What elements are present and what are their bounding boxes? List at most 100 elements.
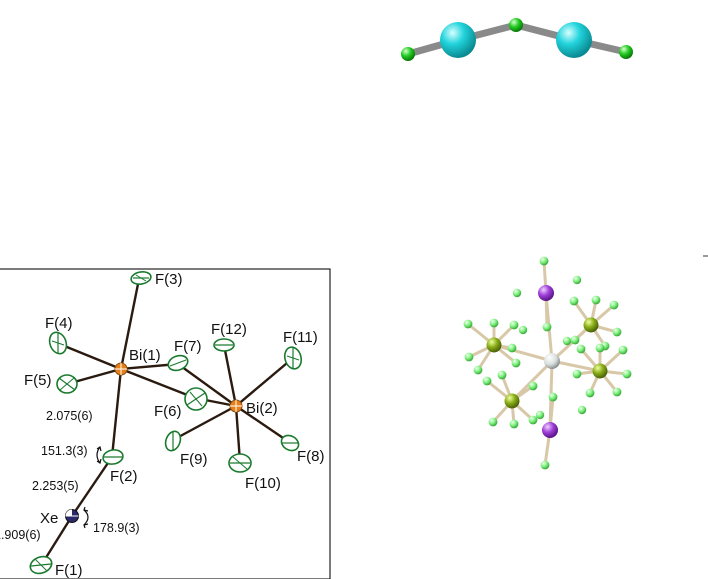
bond-bi2-f11: [234, 356, 295, 408]
central-atom: [544, 353, 560, 369]
ortep-labels: F(3) F(4) F(5) Bi(1) F(7) F(6) F(12) F(1…: [0, 271, 325, 579]
fluorine-atom: [572, 369, 582, 379]
bond-bi2-f12: [222, 343, 238, 408]
fluorine-atom: [464, 352, 474, 362]
measure-xe-f2: 2.253(5): [32, 479, 79, 493]
atom-f4-ellipsoid: [48, 331, 68, 355]
label-f10: F(10): [245, 475, 281, 492]
atom-f3-ellipsoid: [130, 271, 152, 285]
bond-bi2-f8: [234, 404, 291, 444]
fluorine-atom: [540, 460, 550, 470]
bond-bi1-f4: [55, 341, 123, 371]
atom-f5-ellipsoid: [56, 374, 78, 394]
stick-bond: [550, 359, 602, 373]
fluorine-atom: [509, 320, 519, 330]
fluorine-atom: [570, 335, 580, 345]
atom-f10-ellipsoid: [228, 453, 252, 473]
fluorine-atom: [509, 419, 519, 429]
fluorine-atom: [612, 327, 622, 337]
bond-f2-xe: [70, 455, 114, 518]
fluorine-atom: [497, 370, 507, 380]
label-f4: F(4): [45, 315, 73, 332]
atom-bi2-ellipsoid: [229, 399, 243, 413]
bond-bi1-f3: [119, 277, 141, 371]
atom-f9-ellipsoid: [164, 430, 182, 452]
bond-bi1-f6: [119, 367, 197, 400]
fluorine-atom: [576, 344, 586, 354]
atom-f2-ellipsoid: [102, 449, 124, 465]
angle-arc-f2: [96, 446, 101, 464]
label-f11: F(11): [283, 329, 318, 346]
bent-molecule-model: [401, 18, 633, 61]
label-f9: F(9): [180, 451, 208, 468]
label-xe: Xe: [40, 510, 58, 527]
terminal-atom: [619, 45, 633, 59]
atom-f11-ellipsoid: [283, 346, 303, 370]
xenon-atom: [538, 285, 554, 301]
fluorine-atom: [548, 392, 558, 402]
fluorine-atom: [518, 325, 528, 335]
label-f1: F(1): [55, 562, 83, 579]
fluorine-atom: [489, 318, 499, 328]
measure-xe-f1: 1.909(6): [0, 528, 41, 542]
fluorine-atom: [569, 296, 579, 306]
heavy-atom: [440, 22, 476, 58]
bond-xe-f1: [40, 514, 74, 566]
fluorine-atom: [577, 405, 587, 415]
xenon-atom: [542, 422, 558, 438]
fluorine-atom: [482, 376, 492, 386]
fluorine-atom: [512, 288, 522, 298]
ortep-atoms: [29, 271, 303, 575]
atom-f8-ellipsoid: [280, 434, 300, 452]
angle-arrowhead: [96, 458, 102, 464]
atom-f7-ellipsoid: [167, 354, 189, 372]
stick-bond: [510, 359, 554, 403]
fluorine-atom: [562, 336, 572, 346]
label-f7: F(7): [174, 338, 202, 355]
measure-bi1-f2: 2.075(6): [46, 409, 93, 423]
fluorine-atom: [535, 410, 545, 420]
fluorine-atom: [539, 256, 549, 266]
bond-bi1-f2: [110, 367, 123, 459]
angle-arrows: [83, 446, 102, 529]
label-f3: F(3): [155, 271, 183, 288]
atom-f1-ellipsoid: [29, 555, 53, 575]
fluorine-atom: [473, 365, 483, 375]
fluorine-atom: [585, 388, 595, 398]
angle-arrowhead: [83, 523, 89, 529]
fluorine-atom: [488, 417, 498, 427]
measure-angle-bi1-f2-xe: 151.3(3): [41, 444, 88, 458]
label-bi1: Bi(1): [129, 347, 161, 364]
fluorine-atom: [511, 358, 521, 368]
label-f5: F(5): [24, 372, 52, 389]
ortep-bonds: [40, 277, 295, 566]
bond-bi2-f7: [176, 362, 238, 408]
angle-arrowhead: [96, 446, 102, 452]
heavy-atom: [556, 22, 592, 58]
fluorine-atom: [507, 343, 517, 353]
atom-f12-ellipsoid: [213, 338, 235, 352]
fluorine-atom: [463, 319, 473, 329]
label-f6: F(6): [154, 403, 182, 420]
measure-angle-f2-xe-f1: 178.9(3): [93, 521, 140, 535]
fluorine-atom: [612, 387, 622, 397]
fluorine-atom: [591, 295, 601, 305]
fluorine-atom: [572, 275, 582, 285]
label-bi2: Bi(2): [246, 400, 278, 417]
bond-bi2-f9: [171, 404, 238, 442]
metal-atom: [504, 393, 520, 409]
label-f2: F(2): [110, 468, 138, 485]
bridging-atom: [509, 18, 523, 32]
angle-arc-xe: [83, 509, 89, 526]
fluorine-atom: [618, 345, 628, 355]
cluster-molecule-model: [463, 256, 632, 470]
fluorine-atom: [528, 415, 538, 425]
ortep-panel-frame: [0, 268, 331, 579]
label-f8: F(8): [297, 448, 325, 465]
label-f12: F(12): [211, 321, 247, 338]
atom-f6-ellipsoid: [184, 387, 208, 411]
fluorine-atom: [609, 300, 619, 310]
metal-atom: [583, 317, 599, 333]
fluorine-atom: [528, 381, 538, 391]
